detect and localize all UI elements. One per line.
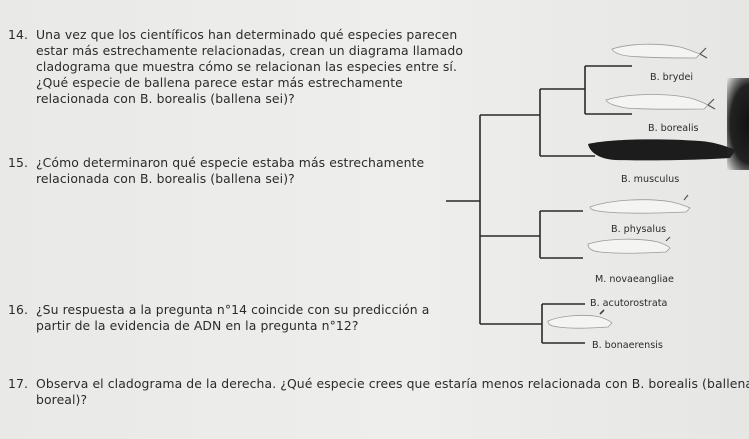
species-label: M. novaeangliae (595, 274, 674, 285)
question-number: 15. (8, 155, 29, 170)
question-line: relacionada con B. borealis (ballena sei… (36, 171, 295, 186)
question-text: Una vez que los científicos han determin… (36, 27, 463, 107)
question-line: Una vez que los científicos han determin… (36, 27, 458, 42)
question-line: relacionada con B. borealis (ballena sei… (36, 91, 295, 106)
question-line: ¿Qué especie de ballena parece estar más… (36, 75, 403, 90)
question-text: ¿Cómo determinaron qué especie estaba má… (36, 155, 424, 187)
branch-root (446, 115, 481, 324)
question-line: estar más estrechamente relacionadas, cr… (36, 43, 464, 58)
whale-physalus-icon (589, 194, 691, 214)
whale-brydei-icon (611, 43, 708, 59)
branch-main-upper (480, 89, 541, 156)
question-line: cladograma que muestra cómo se relaciona… (36, 59, 457, 74)
question-17: 17. Observa el cladograma de la derecha.… (8, 376, 749, 410)
page-edge-shadow (727, 78, 749, 170)
species-label: B. musculus (621, 174, 679, 185)
question-text: ¿Su respuesta a la pregunta n°14 coincid… (36, 302, 429, 334)
question-line: ¿Su respuesta a la pregunta n°14 coincid… (36, 302, 430, 317)
question-14: 14. Una vez que los científicos han dete… (8, 27, 463, 117)
question-number: 16. (8, 302, 29, 317)
whale-acutorostrata-icon (547, 309, 613, 329)
branch-minke-group (480, 304, 543, 343)
branch-physalus-group (480, 211, 541, 258)
cladogram-branches (446, 65, 632, 344)
question-line: Observa el cladograma de la derecha. ¿Qu… (36, 376, 749, 391)
question-number: 14. (8, 27, 29, 42)
species-label: B. physalus (611, 224, 666, 235)
question-text: Observa el cladograma de la derecha. ¿Qu… (36, 376, 749, 408)
question-number: 17. (8, 376, 29, 391)
whale-borealis-icon (605, 94, 716, 110)
question-15: 15. ¿Cómo determinaron qué especie estab… (8, 155, 448, 189)
species-label: B. brydei (650, 72, 693, 83)
branch-brydei-borealis (540, 66, 586, 114)
species-label: B. bonaerensis (592, 340, 663, 351)
whale-novaeangliae-icon (587, 236, 671, 254)
species-label: B. acutorostrata (590, 298, 667, 309)
species-label: B. borealis (648, 123, 698, 134)
question-line: boreal)? (36, 392, 88, 407)
whale-musculus-icon (588, 139, 736, 161)
question-line: partir de la evidencia de ADN en la preg… (36, 318, 359, 333)
question-line: ¿Cómo determinaron qué especie estaba má… (36, 155, 425, 170)
question-16: 16. ¿Su respuesta a la pregunta n°14 coi… (8, 302, 448, 336)
